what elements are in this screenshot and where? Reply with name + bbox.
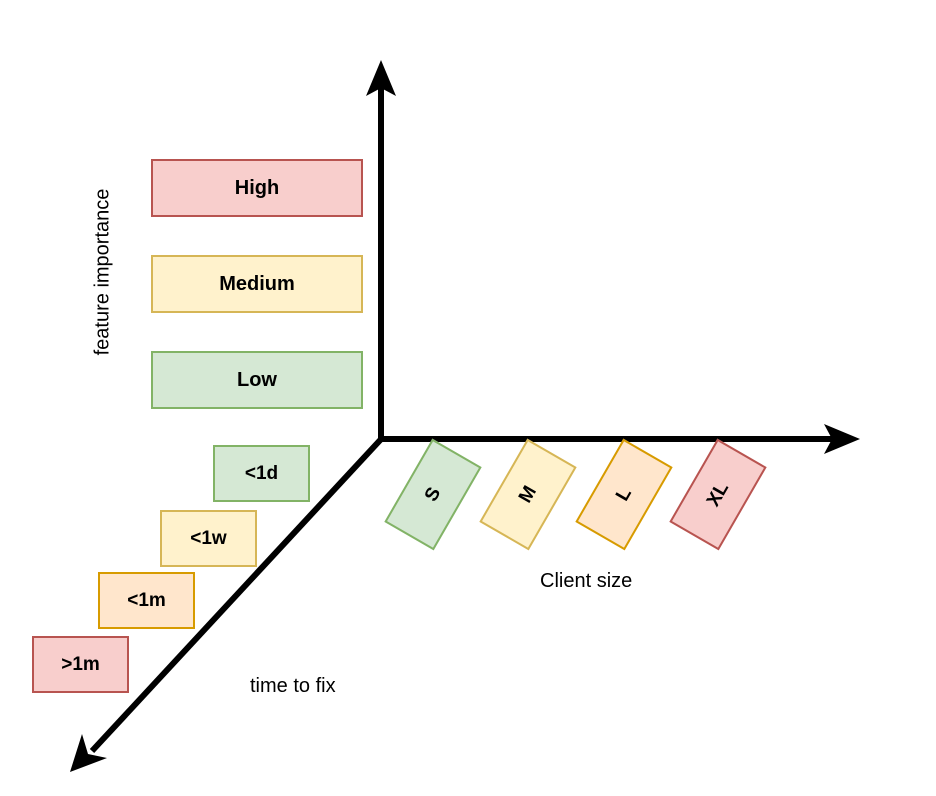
diagonal-axis-arrowhead [70,734,107,772]
importance-high-label: High [234,176,280,199]
importance-medium-label: Medium [219,272,295,295]
time-over-1m-box: >1m [32,636,129,693]
time-1d-label: <1d [244,462,279,484]
client-size-l-label: L [611,483,636,505]
importance-medium-box: Medium [151,255,363,313]
time-1w-box: <1w [160,510,257,567]
importance-low-label: Low [237,368,277,391]
client-size-m-label: M [514,481,541,506]
feature-importance-axis-label: feature importance [91,188,114,356]
client-size-xl-label: XL [702,477,733,510]
importance-low-box: Low [151,351,363,409]
client-size-axis-label: Client size [540,570,633,592]
time-1m-box: <1m [98,572,195,629]
time-1d-box: <1d [213,445,310,502]
vertical-axis-arrowhead [366,60,396,96]
client-size-s-label: S [420,483,445,505]
diagonal-axis-line [89,434,386,754]
time-to-fix-axis-label: time to fix [250,675,336,697]
time-1m-label: <1m [127,589,166,611]
horizontal-axis-arrowhead [824,424,860,454]
time-1w-label: <1w [190,527,227,549]
time-over-1m-label: >1m [61,653,100,675]
importance-high-box: High [151,159,363,217]
